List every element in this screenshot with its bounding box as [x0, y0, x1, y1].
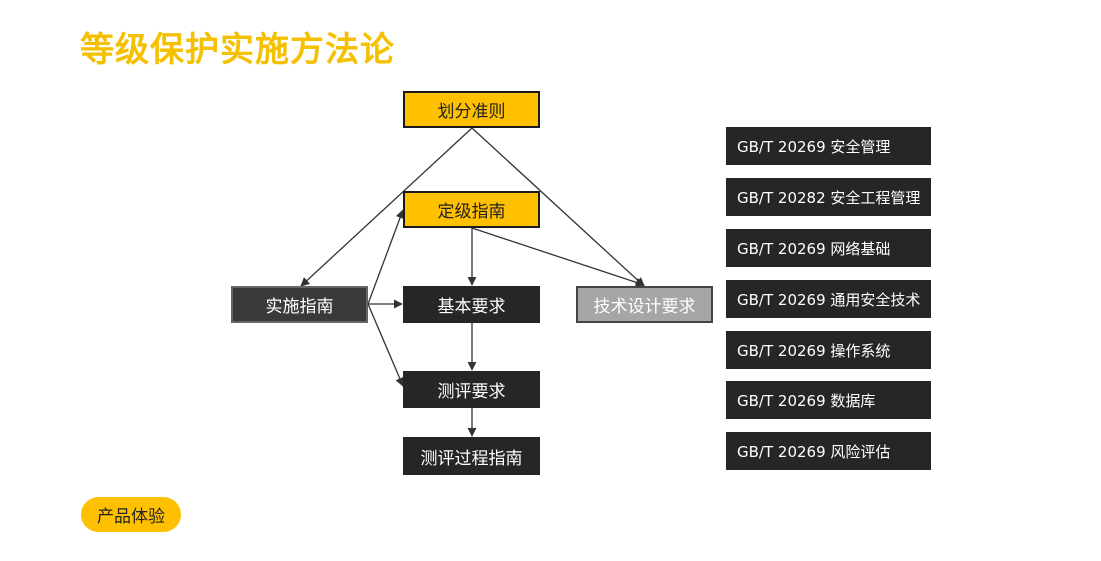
node-evaluation-requirements: 测评要求 [403, 371, 540, 408]
standard-item: GB/T 20269 风险评估 [726, 432, 931, 470]
page-title: 等级保护实施方法论 [80, 30, 395, 70]
standard-item: GB/T 20269 通用安全技术 [726, 280, 931, 318]
edge-division-to-implementation [300, 127, 473, 287]
node-evaluation-process-guide: 测评过程指南 [403, 437, 540, 475]
standard-item: GB/T 20282 安全工程管理 [726, 178, 931, 216]
product-experience-badge[interactable]: 产品体验 [81, 497, 181, 532]
edge-division-to-technical [471, 127, 645, 287]
standard-item: GB/T 20269 数据库 [726, 381, 931, 419]
node-implementation-guide: 实施指南 [231, 286, 368, 323]
node-technical-design-requirements: 技术设计要求 [576, 286, 713, 323]
node-basic-requirements: 基本要求 [403, 286, 540, 323]
node-division-criteria: 划分准则 [403, 91, 540, 128]
edge-grading-to-technical [471, 227, 645, 287]
node-grading-guide: 定级指南 [403, 191, 540, 228]
standard-item: GB/T 20269 网络基础 [726, 229, 931, 267]
edge-implementation-to-evaluation [367, 303, 404, 387]
standard-item: GB/T 20269 安全管理 [726, 127, 931, 165]
edge-implementation-to-grading [367, 209, 405, 305]
standard-item: GB/T 20269 操作系统 [726, 331, 931, 369]
